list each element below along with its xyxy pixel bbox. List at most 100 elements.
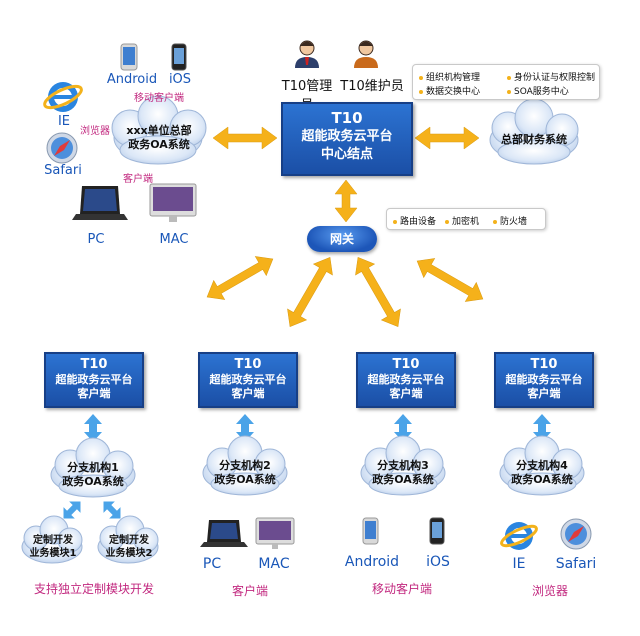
mac-label-bottom: MAC [258,556,290,572]
branch3-box-title: T10 [392,357,420,372]
branch4-cloud-line1: 分支机构4 [516,459,568,472]
client-caption: 客户端 [231,584,268,598]
central-node-role: 中心结点 [320,147,373,162]
arrow-box4-cloud4 [533,414,551,442]
branch3-cloud-label: 分支机构3 政务OA系统 [363,459,443,487]
bullet-icon [393,219,397,224]
device-encryptor: 加密机 [452,217,480,227]
arrow-cloud1-module1 [63,501,81,519]
ie-label: IE [57,114,71,129]
mac-label: MAC [159,232,189,247]
branch4-box-title: T10 [530,357,558,372]
branch3-client-box: T10 超能政务云平台 客户端 [356,352,456,408]
mobile-client-label: 移动客户端 [134,93,184,104]
finance-cloud [489,98,579,165]
module2-cloud [97,515,159,564]
feature-data-exchange: 数据交换中心 [426,87,481,97]
ios-label: iOS [168,72,192,87]
branch4-cloud [499,435,585,496]
admin-person-icon [295,40,319,68]
branch1-box-role: 客户端 [77,387,111,400]
feature-soa-service: SOA服务中心 [514,87,569,97]
android-label-bottom: Android [344,554,400,570]
branch2-cloud-line1: 分支机构2 [219,459,271,472]
arrow-gateway-branch4 [416,258,484,302]
imac-icon [149,183,197,222]
branch1-box-title: T10 [80,357,108,372]
branch4-box-subtitle: 超能政务云平台 [505,373,583,386]
center-features-note: 组织机构管理 身份认证与权限控制 数据交换中心 SOA服务中心 [412,64,600,100]
arrow-cloud1-module2 [103,501,121,519]
branch1-cloud-line2: 政务OA系统 [62,475,124,488]
central-node-title: T10 [331,109,363,127]
iphone-icon-bottom [429,517,445,545]
branch1-cloud [50,437,136,498]
safari-label: Safari [44,163,82,178]
ios-label-bottom: iOS [426,554,450,570]
maintainer-label: T10维护员 [340,79,404,94]
branch3-cloud-line2: 政务OA系统 [372,473,434,486]
pc-label: PC [87,232,105,247]
android-phone-icon-bottom [362,517,379,545]
branch4-box-role: 客户端 [527,387,561,400]
arrow-gateway-branch3 [355,257,401,327]
module1-label: 定制开发 业务模块1 [24,534,82,560]
branch1-cloud-label: 分支机构1 政务OA系统 [53,461,133,489]
module2-line1: 定制开发 [109,535,149,546]
bullet-icon [507,75,511,80]
pc-laptop-icon-bottom [200,520,248,547]
hq-oa-line2: 政务OA系统 [128,138,190,151]
feature-auth-access: 身份认证与权限控制 [514,73,596,83]
branch3-box-subtitle: 超能政务云平台 [367,373,445,386]
safari-icon [46,132,78,164]
gateway-node: 网关 [307,226,377,252]
imac-icon-bottom [255,517,295,549]
safari-label-bottom: Safari [555,556,597,572]
bullet-icon [445,219,449,224]
hq-oa-line1: xxx单位总部 [126,124,192,137]
feature-org-management: 组织机构管理 [426,73,481,83]
branch1-client-box: T10 超能政务云平台 客户端 [44,352,144,408]
pc-label-bottom: PC [202,556,222,572]
branch2-box-subtitle: 超能政务云平台 [209,373,287,386]
arrow-gateway-branch1 [206,256,274,300]
branch2-cloud-line2: 政务OA系统 [214,473,276,486]
browser-label: 浏览器 [80,126,110,137]
module2-line2: 业务模块2 [105,548,153,559]
mobile-client-caption: 移动客户端 [371,582,432,596]
bullet-icon [493,219,497,224]
branch1-cloud-line1: 分支机构1 [67,461,119,474]
branch1-box-subtitle: 超能政务云平台 [55,373,133,386]
iphone-icon [171,43,187,71]
arrow-center-to-gateway [334,179,358,223]
module1-cloud [21,515,83,564]
ie-icon-bottom [500,522,538,550]
branch4-cloud-label: 分支机构4 政务OA系统 [502,459,582,487]
arrow-hq-to-center [212,126,278,150]
android-label: Android [106,72,158,87]
ie-label-bottom: IE [512,556,526,572]
arrow-box2-cloud2 [236,414,254,442]
device-firewall: 防火墙 [500,217,528,227]
device-router: 路由设备 [400,217,437,227]
ie-icon [43,82,83,112]
client-label: 客户端 [123,174,153,185]
branch2-box-role: 客户端 [231,387,265,400]
module2-label: 定制开发 业务模块2 [100,534,158,560]
hq-oa-cloud-label: xxx单位总部 政务OA系统 [116,124,202,152]
central-node-subtitle: 超能政务云平台 [301,129,393,144]
branch2-client-box: T10 超能政务云平台 客户端 [198,352,298,408]
branch3-cloud [360,435,446,496]
module1-line2: 业务模块1 [29,548,77,559]
arrow-center-to-finance [414,126,480,150]
module1-line1: 定制开发 [33,535,73,546]
branch3-box-role: 客户端 [389,387,423,400]
gateway-devices-note: 路由设备 加密机 防火墙 [386,208,546,230]
central-node-box: T10 超能政务云平台 中心结点 [281,102,413,176]
branch2-box-title: T10 [234,357,262,372]
branch2-cloud-label: 分支机构2 政务OA系统 [205,459,285,487]
pc-laptop-icon [72,186,128,220]
bullet-icon [507,89,511,94]
arrow-box1-cloud1 [84,414,102,442]
